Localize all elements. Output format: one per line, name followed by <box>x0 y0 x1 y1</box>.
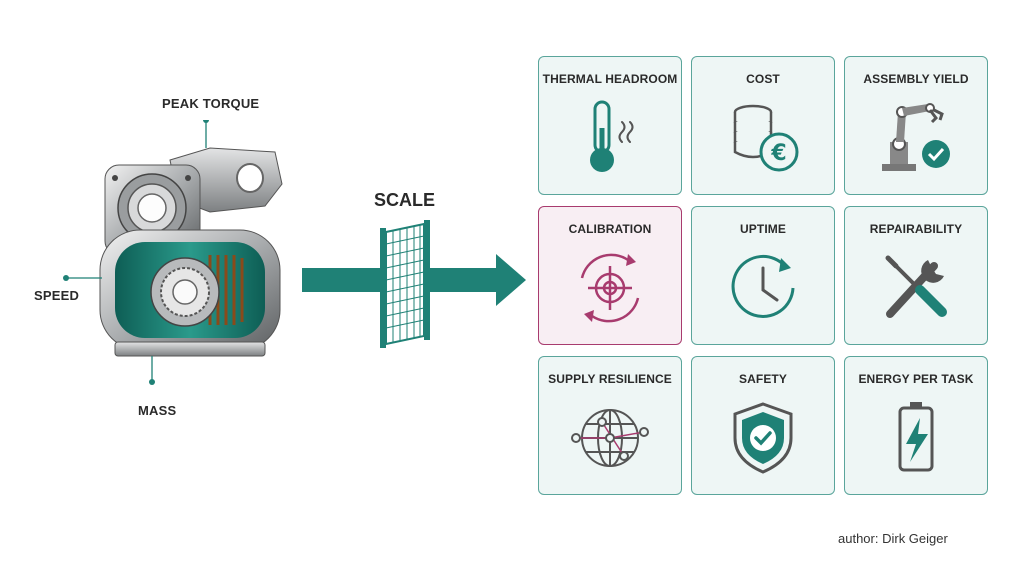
tile-repairability: REPAIRABILITY <box>844 206 988 345</box>
tile-title: COST <box>746 72 780 86</box>
wrench-screwdriver-icon <box>885 255 947 318</box>
svg-text:€: € <box>770 141 786 166</box>
tile-thermal-headroom: THERMAL HEADROOM <box>538 56 682 195</box>
tile-title: SAFETY <box>739 372 787 386</box>
tile-title: REPAIRABILITY <box>869 222 963 236</box>
globe-network-icon <box>571 409 649 467</box>
callout-mass: MASS <box>138 403 177 418</box>
tile-energy-per-task: ENERGY PER TASK <box>844 356 988 495</box>
tile-safety: SAFETY <box>691 356 835 495</box>
fence-icon <box>380 220 430 348</box>
robot-arm-check-icon <box>882 103 950 171</box>
thermometer-icon <box>590 100 634 172</box>
tile-title: ENERGY PER TASK <box>858 372 974 386</box>
tile-title: CALIBRATION <box>568 222 652 236</box>
tile-title: UPTIME <box>740 222 786 236</box>
tile-assembly-yield: ASSEMBLY YIELD <box>844 56 988 195</box>
tile-cost: COST € <box>691 56 835 195</box>
tile-title: SUPPLY RESILIENCE <box>548 372 672 386</box>
tile-title: ASSEMBLY YIELD <box>863 72 969 86</box>
factor-grid: THERMAL HEADROOM COST € ASSEMBLY <box>538 56 988 495</box>
battery-bolt-icon <box>898 402 934 472</box>
tile-supply-resilience: SUPPLY RESILIENCE <box>538 356 682 495</box>
callout-speed: SPEED <box>34 288 80 303</box>
clock-cycle-icon <box>731 255 795 318</box>
callout-peak-torque: PEAK TORQUE <box>162 96 260 111</box>
scale-label: SCALE <box>374 190 436 210</box>
scale-arrow-icon <box>302 220 526 348</box>
tile-calibration: CALIBRATION <box>538 206 682 345</box>
coins-euro-icon: € <box>733 104 799 172</box>
author-credit: author: Dirk Geiger <box>838 531 948 546</box>
tile-title: THERMAL HEADROOM <box>542 72 678 86</box>
shield-check-icon <box>733 402 793 474</box>
target-cycle-icon <box>580 253 640 323</box>
actuator-illustration <box>63 120 283 385</box>
tile-uptime: UPTIME <box>691 206 835 345</box>
